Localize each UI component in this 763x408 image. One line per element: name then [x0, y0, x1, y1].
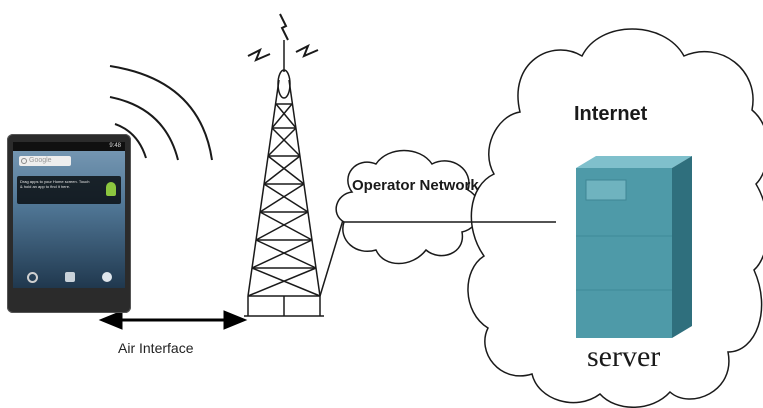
- antenna-tower-icon: [244, 40, 324, 317]
- smartphone-icon: 9:48 Google Drag apps to your Home scree…: [7, 134, 131, 313]
- phone-tip-text: Drag apps to your Home screen. Touch & h…: [20, 179, 90, 189]
- phone-screen: 9:48 Google Drag apps to your Home scree…: [13, 142, 125, 288]
- phone-call-icon: [26, 271, 38, 283]
- android-icon: [106, 182, 116, 196]
- app-grid-icon: [64, 272, 75, 282]
- server-icon: [576, 156, 692, 338]
- search-icon: [21, 158, 27, 164]
- air-interface-label: Air Interface: [118, 340, 194, 356]
- phone-status-time: 9:48: [109, 143, 121, 149]
- lightning-icon: [247, 13, 319, 62]
- browser-icon: [101, 272, 112, 282]
- signal-waves-icon: [109, 65, 213, 161]
- server-label: server: [587, 340, 661, 373]
- phone-search-bar: Google: [19, 156, 71, 166]
- air-interface-arrow: [98, 310, 248, 330]
- phone-search-placeholder: Google: [29, 157, 52, 164]
- tower-link: [319, 219, 344, 297]
- phone-dock: [13, 266, 125, 288]
- phone-status-bar: 9:48: [13, 142, 125, 151]
- phone-tip-widget: Drag apps to your Home screen. Touch & h…: [17, 176, 121, 204]
- operator-network-label: Operator Network: [352, 177, 479, 194]
- internet-label: Internet: [574, 103, 648, 125]
- operator-network-cloud: [335, 149, 481, 265]
